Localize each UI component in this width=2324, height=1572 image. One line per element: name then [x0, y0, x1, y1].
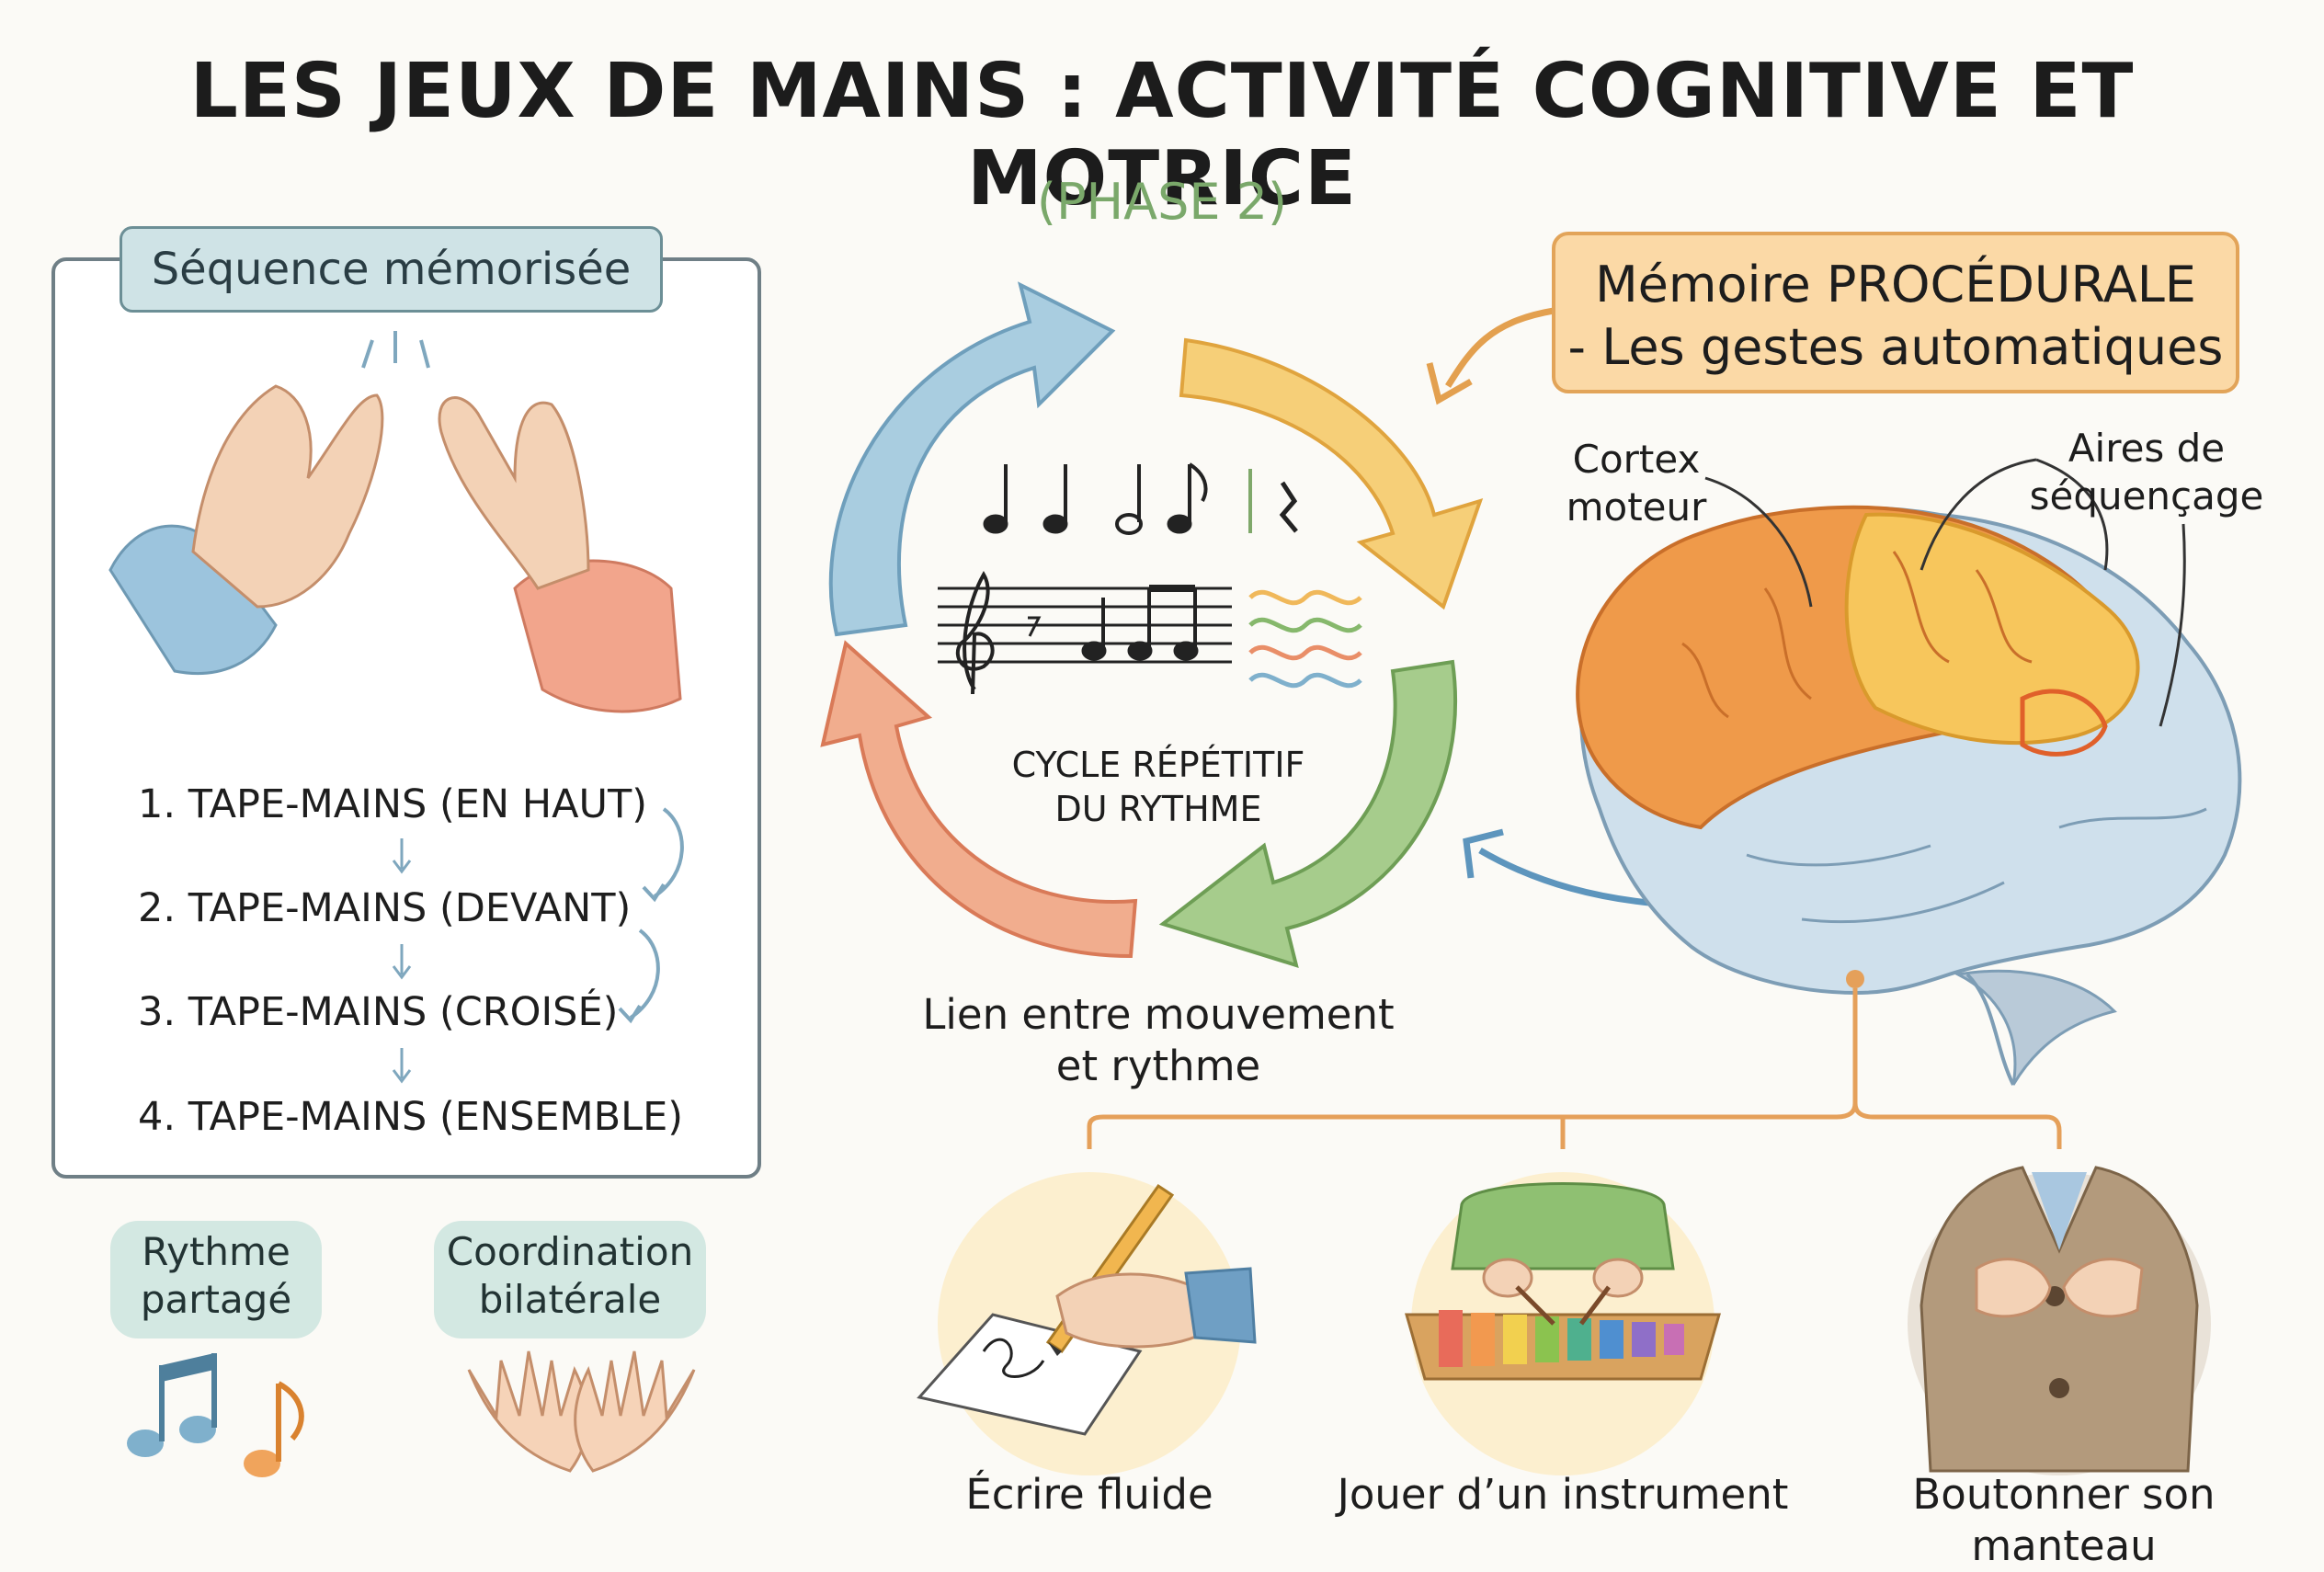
xylophone-icon [1405, 1172, 1721, 1475]
sequence-panel-frame [51, 257, 761, 1179]
sequence-step: 3. TAPE-MAINS (CROISÉ) [138, 989, 619, 1035]
brain-label-line: Aires de [2068, 426, 2226, 471]
tag-bilateral: Coordination bilatérale [434, 1221, 706, 1338]
motor-cortex-label: Cortex moteur [1544, 436, 1728, 531]
brain-icon [1576, 505, 2242, 1086]
brain-label-line: moteur [1566, 484, 1707, 530]
memory-line: Mémoire PROCÉDURALE [1595, 256, 2196, 313]
sound-waves-icon [1248, 589, 1362, 689]
brain-to-cycle-arrow-head [1463, 828, 1504, 879]
buttoning-coat-icon [1908, 1166, 2211, 1475]
music-notes-icon [127, 1353, 304, 1477]
example-label: Écrire fluide [965, 1470, 1213, 1519]
tag-rhythm: Rythme partagé [110, 1221, 322, 1338]
page-title: LES JEUX DE MAINS : ACTIVITÉ COGNITIVE E… [189, 48, 2135, 222]
example-label: Jouer d’un instrument [1337, 1470, 1789, 1519]
bilateral-hands-icon [467, 1350, 696, 1473]
rhythm-notation-icon [983, 462, 1298, 535]
tag-line: Coordination [446, 1229, 694, 1274]
page-subtitle: (PHASE 2) [1036, 173, 1288, 231]
step-arrows [392, 807, 684, 1084]
cycle-arrows [820, 281, 1484, 968]
memory-arrow [1445, 307, 1555, 388]
tag-line: partagé [140, 1277, 292, 1322]
cycle-center-line: DU RYTHME [1054, 789, 1262, 829]
memory-line: - Les gestes automatiques [1567, 318, 2224, 376]
cycle-caption-line: et rythme [1055, 1042, 1261, 1090]
cycle-center-text: CYCLE RÉPÉTITIF DU RYTHME [974, 743, 1342, 831]
cycle-caption: Lien entre mouvement et rythme [883, 989, 1434, 1092]
sequence-step: 4. TAPE-MAINS (ENSEMBLE) [138, 1094, 684, 1140]
cycle-center-line: CYCLE RÉPÉTITIF [1011, 745, 1305, 785]
example-label: Boutonner son manteau [1912, 1470, 2216, 1570]
memory-arrow-head [1426, 362, 1473, 405]
procedural-memory-box: Mémoire PROCÉDURALE - Les gestes automat… [1552, 232, 2239, 393]
cycle-caption-line: Lien entre mouvement [922, 990, 1395, 1039]
motor-label-leader [1704, 476, 1813, 608]
examples-connector [1087, 970, 2062, 1149]
tag-line: bilatérale [478, 1277, 662, 1322]
sequence-step: 2. TAPE-MAINS (DEVANT) [138, 885, 632, 931]
sequencing-areas-label: Aires de séquençage [2022, 425, 2271, 520]
staff-icon [938, 571, 1232, 695]
sequence-step: 1. TAPE-MAINS (EN HAUT) [138, 781, 648, 827]
tag-line: Rythme [142, 1229, 290, 1274]
writing-hand-icon [917, 1172, 1257, 1475]
clapping-hands-icon [108, 331, 682, 713]
sequence-panel-title: Séquence mémorisée [120, 226, 663, 313]
seq-label-leader-2 [2159, 523, 2186, 727]
brain-label-line: Cortex [1572, 437, 1701, 482]
brain-label-line: séquençage [2029, 473, 2264, 518]
seq-label-leader [1920, 458, 2109, 571]
